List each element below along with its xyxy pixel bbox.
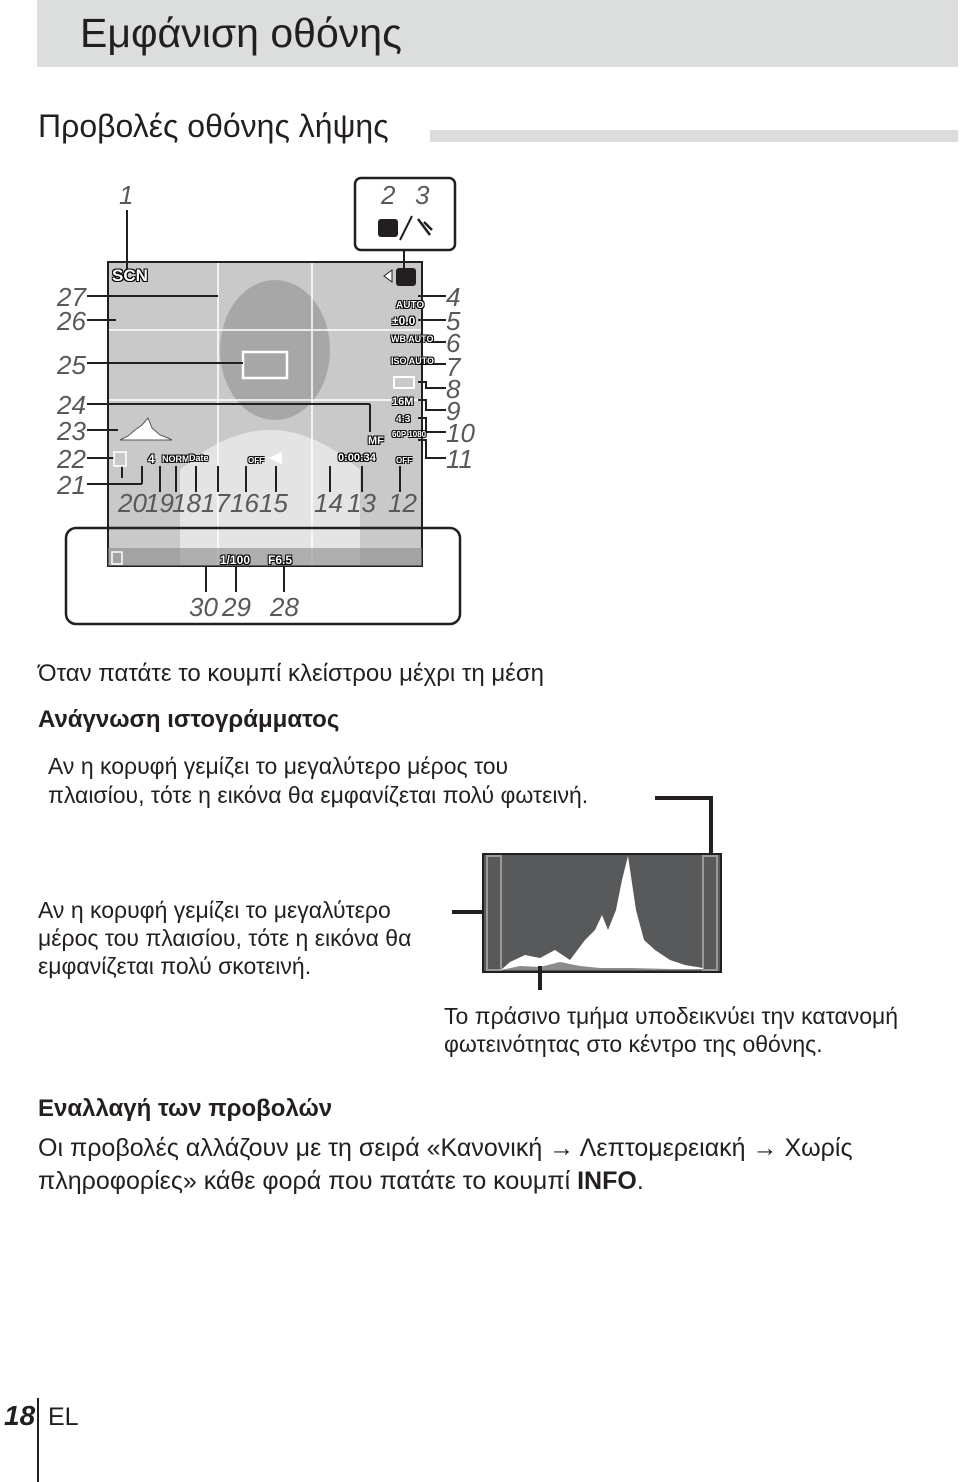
histogram-heading: Ανάγνωση ιστογράμματος <box>38 706 340 733</box>
callout-24: 24 <box>57 390 86 420</box>
mf-indicator: MF <box>368 435 384 447</box>
magic-filter-icon <box>417 218 433 236</box>
switching-heading: Εναλλαγή των προβολών <box>38 1095 333 1122</box>
bright-caption-line1: Αν η κορυφή γεμίζει το μεγαλύτερο μέρος … <box>48 753 509 779</box>
scene-mode-icon <box>378 219 398 237</box>
scn-indicator: SCN <box>112 266 148 285</box>
wb-indicator: WB AUTO <box>391 334 434 344</box>
battery-icon-half <box>111 551 123 565</box>
callout-16: 16 <box>230 488 259 518</box>
green-caption-line1: Το πράσινο τμήμα υποδεικνύει την κατανομ… <box>444 1003 899 1029</box>
callout-18: 18 <box>172 488 201 518</box>
mode-icon <box>396 268 416 286</box>
callout-20: 20 <box>118 488 147 518</box>
callout-28: 28 <box>270 592 299 622</box>
af-target-frame <box>241 350 289 380</box>
wind-noise-indicator: OFF <box>396 456 412 465</box>
language-code: EL <box>48 1403 79 1431</box>
photo-subject-body <box>180 430 360 566</box>
green-caption-line2: φωτεινότητας στο κέντρο της οθόνης. <box>444 1031 823 1057</box>
dark-caption-line3: εμφανίζεται πολύ σκοτεινή. <box>38 953 312 979</box>
bright-leader <box>655 796 713 854</box>
callout-27: 27 <box>57 282 86 312</box>
histogram-curve <box>501 856 703 970</box>
callout-8: 8 <box>446 374 461 404</box>
dark-caption-line1: Αν η κορυφή γεμίζει το μεγαλύτερο <box>38 897 391 923</box>
callout-25: 25 <box>57 350 86 380</box>
callout-11: 11 <box>446 444 473 474</box>
stabilizer-indicator: OFF <box>248 456 264 465</box>
icon-inset-box <box>353 176 457 252</box>
callout-14: 14 <box>314 488 343 518</box>
info-button-label: INFO <box>577 1167 637 1195</box>
rec-time-indicator: 0:00:34 <box>338 452 376 464</box>
header-bar <box>37 0 958 67</box>
page-number: 18 <box>4 1400 36 1431</box>
callout-9: 9 <box>446 396 461 426</box>
bright-caption-line2: πλαισίου, τότε η εικόνα θα εμφανίζεται π… <box>48 782 589 808</box>
callout-12: 12 <box>388 488 417 518</box>
callout-19: 19 <box>145 488 174 518</box>
date-indicator: Date <box>189 453 209 463</box>
drive-mode-icon <box>393 376 415 389</box>
flash-indicator: AUTO <box>396 300 425 311</box>
info-strip <box>108 548 422 566</box>
callout-23: 23 <box>57 416 86 446</box>
callout-29: 29 <box>222 592 251 622</box>
callout-3: 3 <box>415 180 430 210</box>
remaining-indicator: 4 <box>148 452 155 466</box>
mini-histogram <box>119 417 173 441</box>
callout-5: 5 <box>446 306 461 336</box>
switching-line2-end: . <box>636 1167 644 1195</box>
callout-6: 6 <box>446 328 461 358</box>
half-press-caption: Όταν πατάτε το κουμπί κλείστρου μέχρι τη… <box>38 660 545 687</box>
switching-line1: Οι προβολές αλλάζουν με τη σειρά «Κανονι… <box>38 1134 853 1162</box>
quality-indicator: NORM <box>162 454 190 464</box>
airplane-icon <box>268 452 282 464</box>
dark-caption-line2: μέρος του πλαισίου, τότε η εικόνα θα <box>38 925 412 951</box>
footer-rule <box>37 1398 39 1482</box>
battery-icon <box>113 451 127 467</box>
switching-line2: πληροφορίες» κάθε φορά που πατάτε το κου… <box>38 1167 644 1196</box>
page-title: Εμφάνιση οθόνης <box>80 10 402 56</box>
screen-diagram <box>64 176 462 626</box>
section-title: Προβολές οθόνης λήψης <box>38 108 389 144</box>
callout-4: 4 <box>446 282 461 312</box>
screen-grid <box>108 262 422 566</box>
callout-13: 13 <box>347 488 376 518</box>
iso-indicator: ISO AUTO <box>391 356 435 366</box>
callout-10: 10 <box>446 418 475 448</box>
section-rule <box>430 130 958 142</box>
aspect-indicator: 4:3 <box>396 414 411 425</box>
exposure-indicator: ±0.0 <box>392 314 416 328</box>
histogram-center-zone <box>501 962 703 970</box>
callout-21: 21 <box>57 470 86 500</box>
aperture-indicator: F6.5 <box>268 553 293 567</box>
half-press-outline <box>64 526 462 626</box>
callout-2: 2 <box>381 180 396 210</box>
callout-7: 7 <box>446 352 461 382</box>
callout-15: 15 <box>259 488 288 518</box>
callout-17: 17 <box>201 488 230 518</box>
callout-22: 22 <box>57 444 86 474</box>
slash-icon <box>399 215 413 241</box>
callout-1: 1 <box>119 180 134 210</box>
callout-lines <box>87 210 446 592</box>
histogram-left-zone <box>486 855 502 971</box>
callout-30: 30 <box>189 592 218 622</box>
histogram-figure <box>452 796 722 990</box>
movie-indicator: 60P 1080 <box>392 430 427 439</box>
photo-subject-head <box>220 280 330 420</box>
image-size-indicator: 16M <box>392 396 414 408</box>
shutter-indicator: 1/100 <box>220 553 251 567</box>
switching-line2-text: πληροφορίες» κάθε φορά που πατάτε το κου… <box>38 1167 578 1195</box>
histogram-right-zone <box>702 855 718 971</box>
callout-26: 26 <box>57 306 86 336</box>
arrow-left-icon <box>383 269 393 283</box>
